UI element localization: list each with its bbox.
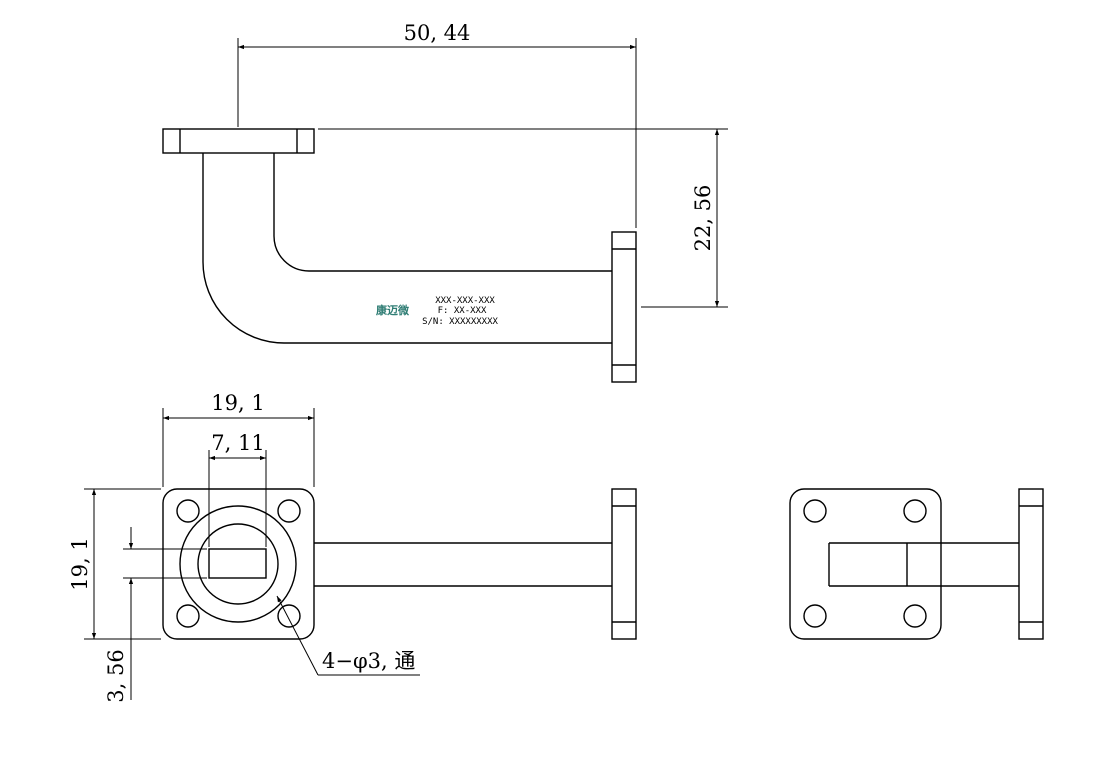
hole-callout: 4−φ3, 通 bbox=[276, 595, 420, 676]
bolt-hole bbox=[176, 499, 200, 523]
top-left-flange bbox=[162, 128, 315, 154]
part-number-text: XXX-XXX-XXX bbox=[435, 296, 495, 306]
dim-flange-height-text: 19, 1 bbox=[68, 537, 92, 590]
serial-text: S/N: XXXXXXXXX bbox=[422, 317, 498, 327]
hole-callout-text: 4−φ3, 通 bbox=[322, 649, 415, 673]
front-side-flange bbox=[611, 488, 637, 640]
inner-bend-wall bbox=[273, 153, 612, 272]
dim-flange-height: 19, 1 bbox=[68, 488, 161, 640]
rear-side-flange bbox=[1018, 488, 1044, 640]
top-view: 康迈微 XXX-XXX-XXX F: XX-XXX S/N: XXXXXXXXX… bbox=[162, 21, 728, 383]
dim-right-height-text: 22, 56 bbox=[691, 185, 715, 252]
dim-flange-width: 19, 1 bbox=[162, 391, 315, 487]
outer-bend-wall bbox=[202, 153, 612, 344]
bolt-hole bbox=[277, 604, 301, 628]
choke-groove-inner bbox=[197, 523, 279, 605]
bolt-hole bbox=[803, 499, 827, 523]
choke-groove-outer bbox=[179, 505, 297, 623]
frequency-text: F: XX-XXX bbox=[438, 306, 487, 316]
bolt-hole bbox=[903, 499, 927, 523]
front-view: 19, 1 7, 11 19, 1 3, 56 4−φ3 bbox=[68, 391, 637, 703]
rear-view bbox=[789, 488, 1044, 640]
bolt-hole bbox=[277, 499, 301, 523]
rear-flange-face bbox=[789, 488, 942, 640]
bolt-hole bbox=[803, 604, 827, 628]
flange-face bbox=[162, 488, 315, 640]
dim-top-length: 50, 44 bbox=[237, 21, 637, 228]
dim-top-length-text: 50, 44 bbox=[404, 21, 471, 45]
top-right-flange bbox=[611, 231, 637, 383]
dim-offset-text: 3, 56 bbox=[104, 649, 128, 702]
dim-flange-width-text: 19, 1 bbox=[211, 391, 264, 415]
dim-aperture-width-text: 7, 11 bbox=[211, 431, 264, 455]
logo-text: 康迈微 bbox=[376, 303, 410, 317]
bolt-hole bbox=[176, 604, 200, 628]
dim-aperture-width: 7, 11 bbox=[208, 431, 267, 547]
dim-offset: 3, 56 bbox=[104, 527, 207, 703]
waveguide-aperture bbox=[208, 548, 267, 579]
dim-right-height: 22, 56 bbox=[318, 128, 728, 308]
bolt-hole bbox=[903, 604, 927, 628]
